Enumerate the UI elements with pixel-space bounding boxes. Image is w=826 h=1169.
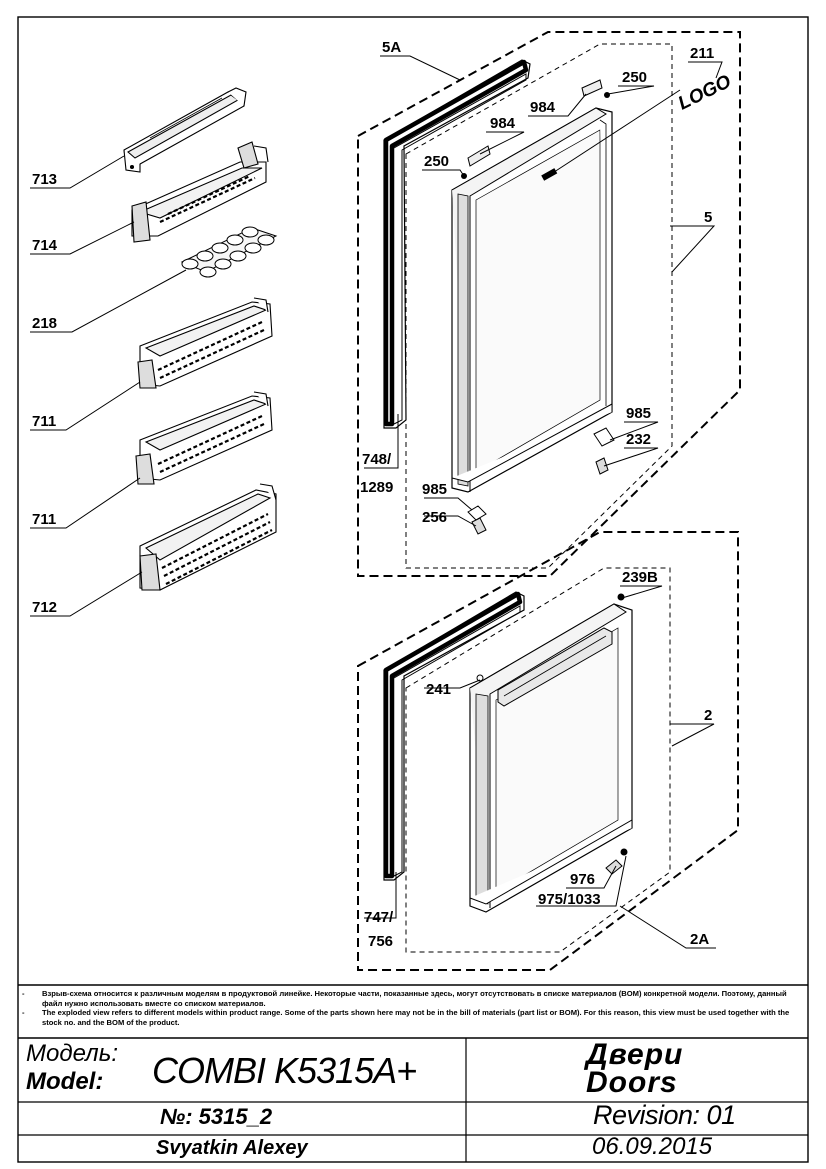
callout-984-right: 984 xyxy=(530,99,556,116)
callout-2A: 2A xyxy=(690,931,709,948)
part-711-balcony-upper xyxy=(137,297,273,389)
callout-712: 712 xyxy=(32,599,57,616)
sheet-border xyxy=(17,16,809,1163)
hinge-covers-984 xyxy=(467,79,603,167)
callout-5A: 5A xyxy=(382,39,401,56)
callout-714: 714 xyxy=(32,237,58,254)
title-en: Doors xyxy=(586,1066,678,1099)
door-5-fridge xyxy=(451,107,613,493)
door-5-hinge-parts xyxy=(467,427,615,535)
callout-975-1033: 975/1033 xyxy=(538,891,601,908)
callout-250-top: 250 xyxy=(622,69,647,86)
callout-5: 5 xyxy=(704,209,712,226)
assembly-2-outline xyxy=(357,531,739,971)
door-2-freezer xyxy=(469,603,633,913)
callout-756: 756 xyxy=(368,933,393,950)
callout-232: 232 xyxy=(626,431,651,448)
callout-747: 747/ xyxy=(364,909,394,926)
model-value: COMBI K5315A+ xyxy=(152,1050,417,1091)
assembly-5-outline xyxy=(357,31,741,577)
part-218-egg-tray xyxy=(180,226,278,278)
note-en-text: The exploded view refers to different mo… xyxy=(42,1008,790,1027)
callout-logo: LOGO xyxy=(675,71,735,114)
part-713-handle xyxy=(123,87,247,173)
note-ru: -Взрыв-схема относится к различным модел… xyxy=(22,989,787,1008)
callout-256: 256 xyxy=(422,509,447,526)
date: 06.09.2015 xyxy=(592,1133,713,1160)
revision: Revision: 01 xyxy=(593,1100,736,1130)
left-leader-lines xyxy=(30,155,187,617)
callout-985-right: 985 xyxy=(626,405,651,422)
part-714-shelf xyxy=(131,141,269,243)
callout-711-lower: 711 xyxy=(32,511,56,528)
callout-976: 976 xyxy=(570,871,595,888)
callout-218: 218 xyxy=(32,315,57,332)
model-label-en: Model: xyxy=(26,1068,104,1095)
drawing-number: №: 5315_2 xyxy=(160,1104,273,1129)
gasket-747-756 xyxy=(383,591,525,881)
upper-leader-lines xyxy=(364,55,723,527)
callout-2: 2 xyxy=(704,707,712,724)
door-2-small-parts xyxy=(476,593,628,875)
callout-241: 241 xyxy=(426,681,451,698)
note-ru-text: Взрыв-схема относится к различным моделя… xyxy=(42,989,787,1008)
part-711-balcony-lower xyxy=(135,391,273,485)
lower-leader-lines xyxy=(364,585,716,949)
callout-711-upper: 711 xyxy=(32,413,56,430)
title-ru: Двери xyxy=(586,1038,684,1071)
note-en: -The exploded view refers to different m… xyxy=(22,1008,790,1027)
callout-748: 748/ xyxy=(362,451,392,468)
assembly-2-inner-outline xyxy=(405,567,671,953)
disclaimer-notes: -Взрыв-схема относится к различным модел… xyxy=(22,989,792,1027)
title-block-frame xyxy=(18,984,808,1162)
callout-984-left: 984 xyxy=(490,115,516,132)
callout-211: 211 xyxy=(690,45,714,62)
callout-713: 713 xyxy=(32,171,57,188)
gasket-5A xyxy=(383,59,531,429)
part-712-balcony-large xyxy=(139,483,277,591)
author: Svyatkin Alexey xyxy=(156,1137,308,1159)
model-label-ru: Модель: xyxy=(26,1040,118,1067)
callout-985-left: 985 xyxy=(422,481,447,498)
assembly-5-inner-outline xyxy=(405,43,673,569)
callout-1289: 1289 xyxy=(360,479,393,496)
callout-250-left: 250 xyxy=(424,153,449,170)
callout-239B: 239B xyxy=(622,569,658,586)
